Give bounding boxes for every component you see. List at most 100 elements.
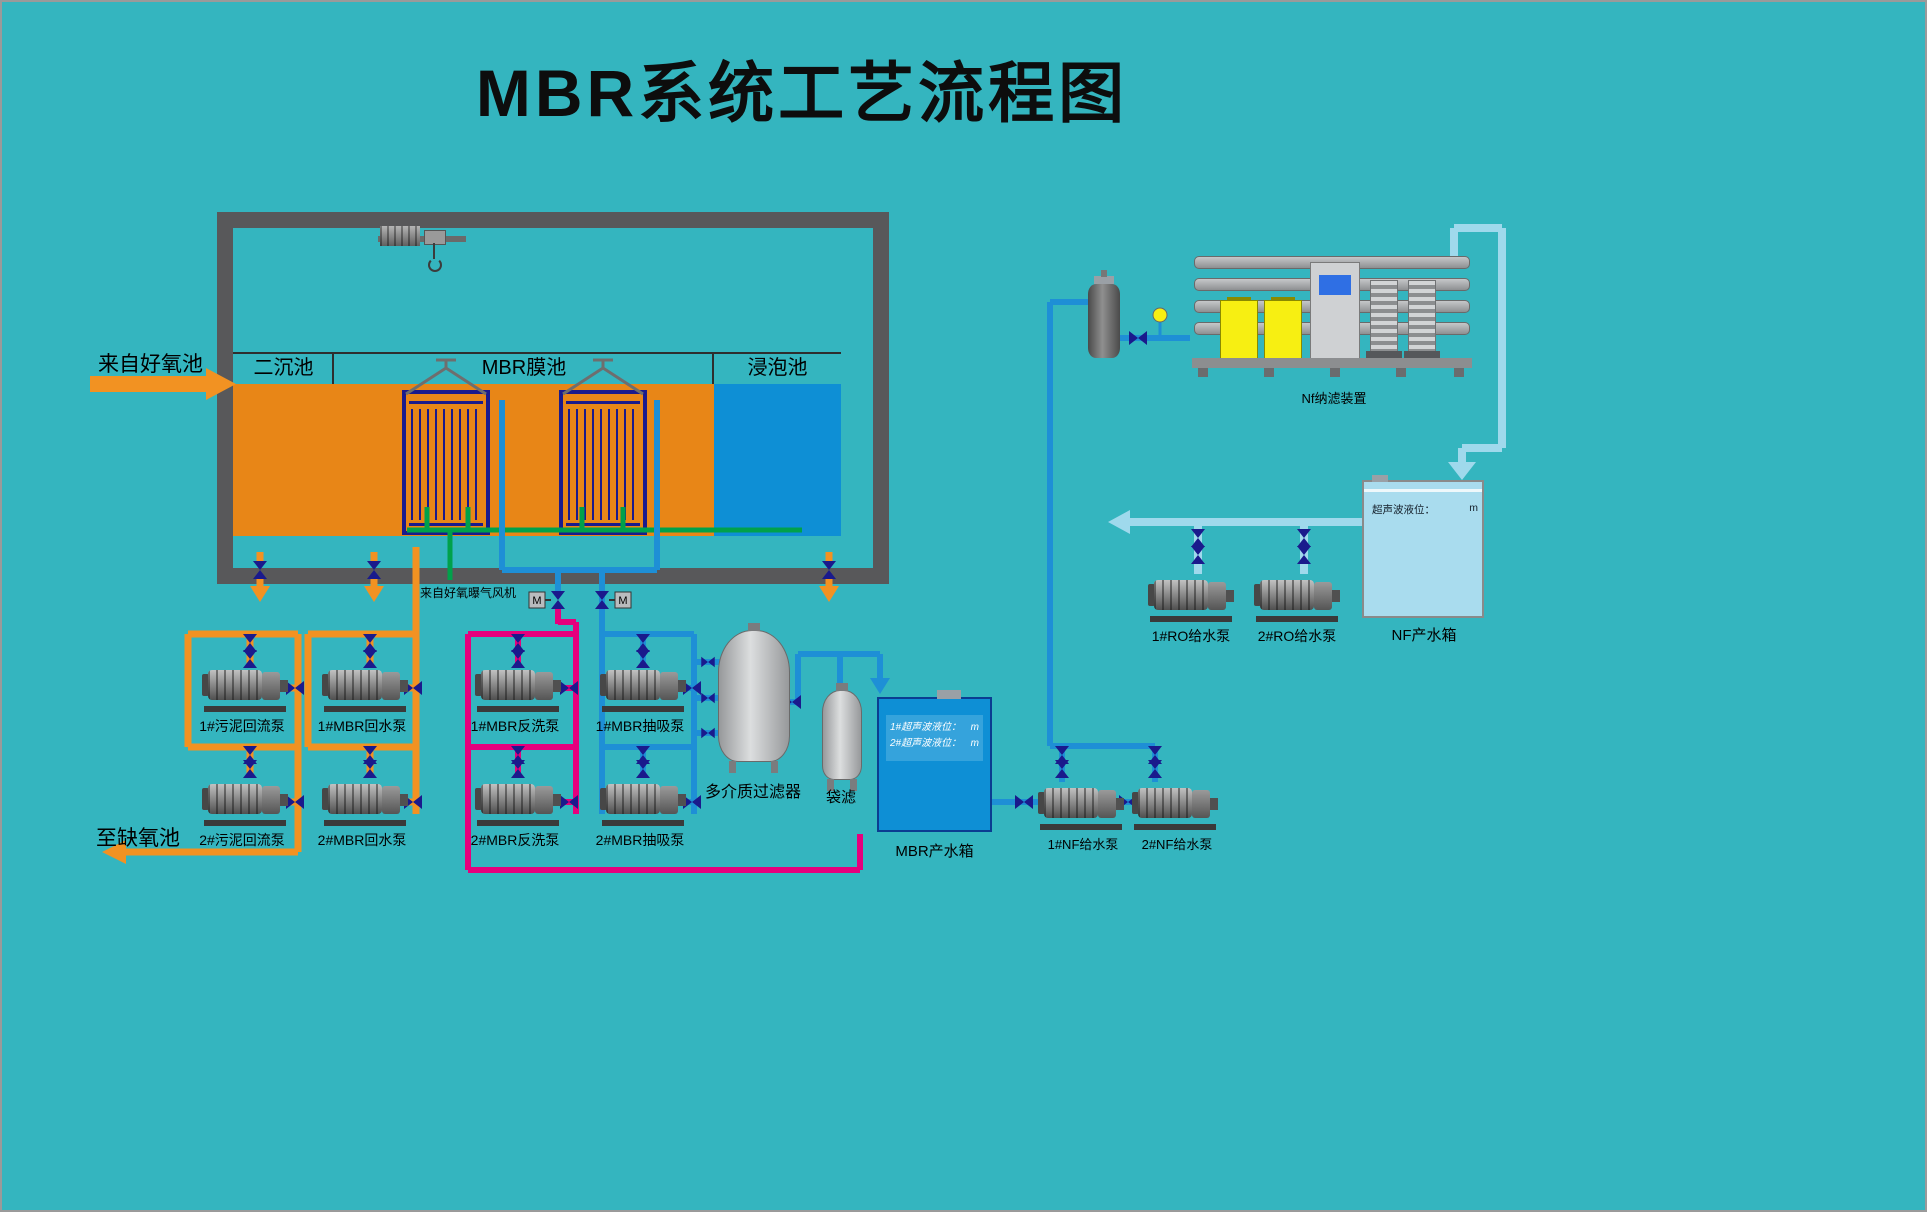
pump-sludge-return-2[interactable] <box>202 776 288 826</box>
from-blower-label: 来自好氧曝气风机 <box>420 586 517 600</box>
valve-icon[interactable] <box>701 692 715 704</box>
level-readout: 超声波液位： m <box>1372 502 1478 517</box>
valve-icon[interactable] <box>822 561 836 579</box>
pump-motor-body <box>606 670 660 700</box>
valve-icon[interactable] <box>1297 546 1311 564</box>
mbr-product-tank[interactable]: 1#超声波液位： m 2#超声波液位： m <box>877 690 992 832</box>
membrane-module-1[interactable] <box>402 390 490 535</box>
flow-arrow <box>819 586 839 602</box>
pump-base <box>1134 824 1216 830</box>
control-cabinet[interactable] <box>1310 262 1360 360</box>
pump-mbr-return-2[interactable] <box>322 776 408 826</box>
level-unit: m <box>1469 502 1478 514</box>
pump-motor-body <box>1044 788 1098 818</box>
valve-icon[interactable] <box>1015 795 1033 809</box>
pump-outlet <box>553 680 561 692</box>
valve-icon[interactable] <box>1297 529 1311 547</box>
hoist-crane <box>378 226 470 274</box>
pump-motor-body <box>328 670 382 700</box>
motor-actuator[interactable] <box>614 591 632 609</box>
nf-unit-label: Nf纳滤装置 <box>1301 391 1367 406</box>
pump-endcap <box>600 674 607 696</box>
pump-head <box>535 786 553 814</box>
valve-icon[interactable] <box>701 656 715 668</box>
from-aerobic-label: 来自好氧池 <box>98 353 203 376</box>
cartridge-filter[interactable] <box>1088 270 1120 358</box>
pump-head <box>382 672 400 700</box>
pump-mbr-return-1[interactable] <box>322 662 408 712</box>
hoist-hook-icon <box>428 258 442 272</box>
bag-filter-vessel[interactable] <box>822 683 862 791</box>
multimedia-filter-label: 多介质过滤器 <box>704 784 801 801</box>
pump-outlet <box>280 680 288 692</box>
motor-valve-boxes: M M <box>528 591 632 609</box>
valve-icon[interactable] <box>1129 331 1147 345</box>
pump-endcap <box>600 788 607 810</box>
pump-head <box>382 786 400 814</box>
pump-outlet <box>400 680 408 692</box>
vertical-pump <box>1404 280 1440 361</box>
pump-base <box>324 820 406 826</box>
pump-mbr-suction-1[interactable] <box>600 662 686 712</box>
pump-endcap <box>202 674 209 696</box>
valve-icon[interactable] <box>367 561 381 579</box>
pump-base <box>602 820 684 826</box>
pump-label: 2#MBR回水泵 <box>317 832 407 848</box>
pressure-gauge-icon <box>1152 307 1168 323</box>
pump-mbr-backwash-1[interactable] <box>475 662 561 712</box>
pump-motor-body <box>328 784 382 814</box>
sedimentation-basin <box>233 384 334 536</box>
pump-nf-feed-1[interactable] <box>1038 780 1124 830</box>
pump-label: 1#MBR回水泵 <box>317 718 407 734</box>
hoist-motor <box>380 226 420 246</box>
chemical-tank <box>1220 297 1258 360</box>
membrane-module-2[interactable] <box>559 390 647 535</box>
level-label: 2#超声波液位： <box>890 738 962 749</box>
level-label: 超声波液位： <box>1372 504 1435 516</box>
vertical-pump <box>1366 280 1402 361</box>
nf-unit-skid[interactable] <box>1192 250 1472 380</box>
flow-arrow <box>364 586 384 602</box>
multimedia-filter-vessel[interactable] <box>718 623 790 773</box>
flow-arrows-orange <box>102 368 839 864</box>
pump-sludge-return-1[interactable] <box>202 662 288 712</box>
pump-ro-feed-2[interactable] <box>1254 572 1340 622</box>
valve-icon[interactable] <box>253 561 267 579</box>
vessel-cap <box>1094 276 1114 284</box>
pump-motor-body <box>606 784 660 814</box>
pump-outlet <box>1116 798 1124 810</box>
pump-endcap <box>322 788 329 810</box>
pump-base <box>324 706 406 712</box>
skid-foot <box>1454 368 1464 377</box>
pump-motor-body <box>481 784 535 814</box>
mbr-tank-label: MBR产水箱 <box>895 843 974 860</box>
pump-base <box>1256 616 1338 622</box>
level-unit: m <box>970 738 979 749</box>
valve-icon[interactable] <box>1191 546 1205 564</box>
pump-mbr-suction-2[interactable] <box>600 776 686 826</box>
pump-base <box>602 706 684 712</box>
bag-filter-label: 袋滤 <box>825 789 856 806</box>
flow-arrow <box>870 678 890 694</box>
motor-actuator[interactable] <box>528 591 546 609</box>
nf-product-tank[interactable]: 超声波液位： m <box>1362 475 1484 618</box>
soak-basin-label: 浸泡池 <box>747 357 808 379</box>
valve-icon[interactable] <box>701 727 715 739</box>
hmi-screen <box>1319 275 1351 295</box>
vessel-cap <box>748 623 760 631</box>
pump-ro-feed-1[interactable] <box>1148 572 1234 622</box>
motor-valve-icon[interactable] <box>595 591 609 609</box>
level-readout: 1#超声波液位： m <box>890 720 979 736</box>
hoist-trolley <box>424 230 446 245</box>
motor-valve-icon[interactable] <box>551 591 565 609</box>
pump-nf-feed-2[interactable] <box>1132 780 1218 830</box>
pump-endcap <box>1148 584 1155 606</box>
flow-arrow <box>250 586 270 602</box>
valve-icon[interactable] <box>1191 529 1205 547</box>
pump-mbr-backwash-2[interactable] <box>475 776 561 826</box>
pump-endcap <box>202 788 209 810</box>
pump-outlet <box>1210 798 1218 810</box>
pump-outlet <box>678 680 686 692</box>
sedimentation-basin-label: 二沉池 <box>253 357 314 379</box>
